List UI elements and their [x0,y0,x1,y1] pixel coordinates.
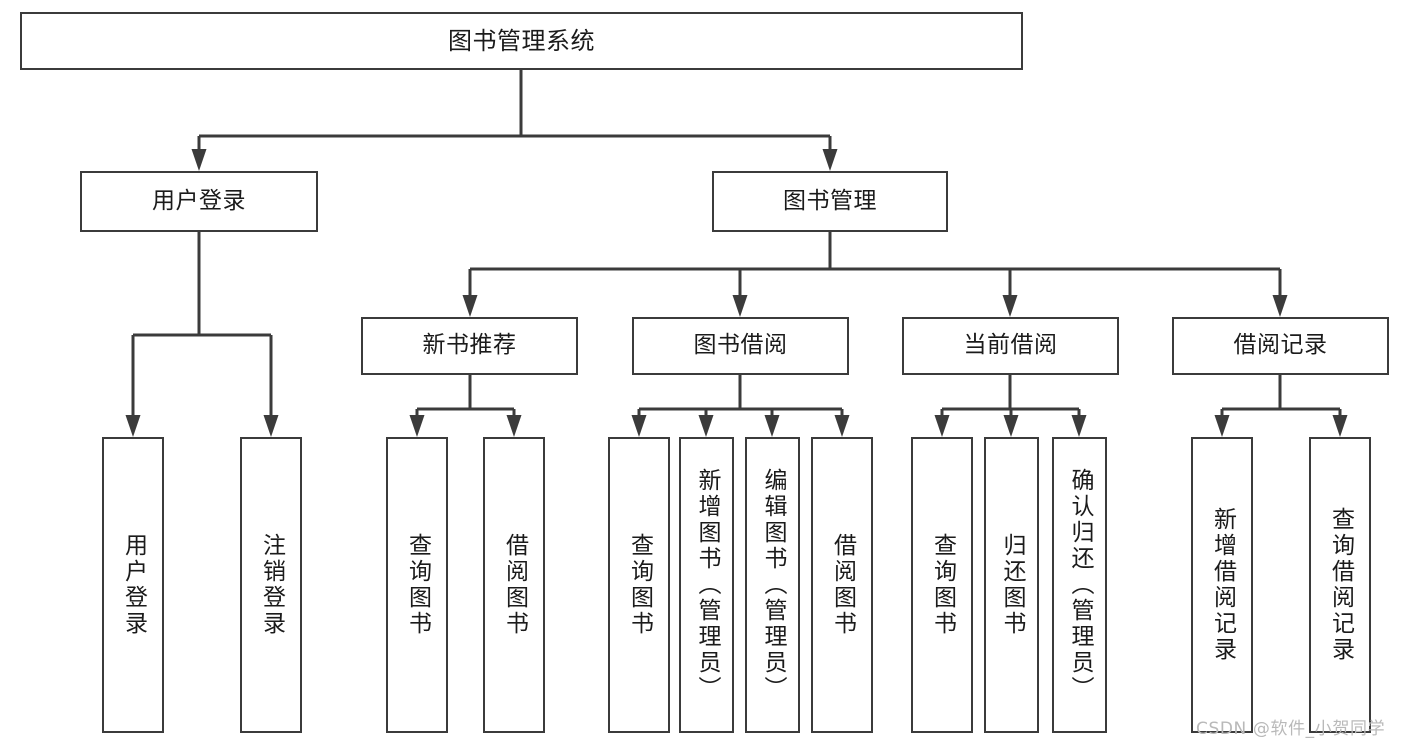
node-label: 查询图书 [404,533,431,637]
node-label: 查询图书 [929,533,956,637]
leaf-user-login[interactable]: 用户登录 [102,437,164,733]
node-label: 当前借阅 [963,332,1058,359]
node-label: 图书借阅 [693,332,788,359]
leaf-edit-book-admin[interactable]: 编辑图书（管理员） [745,437,800,733]
node-label: 用户登录 [152,187,246,214]
leaf-confirm-return-admin[interactable]: 确认归还（管理员） [1052,437,1107,733]
node-user-login[interactable]: 用户登录 [80,171,318,232]
leaf-query-books-recommend[interactable]: 查询图书 [386,437,448,733]
leaf-borrow-books-recommend[interactable]: 借阅图书 [483,437,545,733]
node-label: 图书管理 [783,187,877,214]
node-label: 借阅图书 [829,533,856,637]
node-label: 注销登录 [258,533,285,637]
leaf-query-borrow-record[interactable]: 查询借阅记录 [1309,437,1371,733]
leaf-query-books-current[interactable]: 查询图书 [911,437,973,733]
node-label: 归还图书 [999,533,1025,637]
node-book-management[interactable]: 图书管理 [712,171,948,232]
node-root-library-system[interactable]: 图书管理系统 [20,12,1023,70]
node-label: 确认归还（管理员） [1067,468,1093,702]
leaf-user-logout[interactable]: 注销登录 [240,437,302,733]
node-current-borrowing[interactable]: 当前借阅 [902,317,1119,375]
node-label: 查询图书 [626,533,653,637]
csdn-watermark: CSDN @软件_小贺同学 [1196,719,1386,739]
leaf-borrow-books[interactable]: 借阅图书 [811,437,873,733]
node-label: 新增图书（管理员） [694,468,720,702]
node-label: 新增借阅记录 [1209,507,1236,663]
leaf-add-book-admin[interactable]: 新增图书（管理员） [679,437,734,733]
node-label: 新书推荐 [422,332,517,359]
node-label: 用户登录 [120,533,147,637]
node-label: 图书管理系统 [448,26,595,55]
leaf-add-borrow-record[interactable]: 新增借阅记录 [1191,437,1253,733]
node-borrow-records[interactable]: 借阅记录 [1172,317,1389,375]
node-label: 编辑图书（管理员） [760,468,786,702]
node-label: 查询借阅记录 [1327,507,1354,663]
node-label: 借阅记录 [1233,332,1328,359]
node-book-borrowing[interactable]: 图书借阅 [632,317,849,375]
node-label: 借阅图书 [501,533,528,637]
leaf-return-books[interactable]: 归还图书 [984,437,1039,733]
leaf-query-books-borrowing[interactable]: 查询图书 [608,437,670,733]
node-new-book-recommend[interactable]: 新书推荐 [361,317,578,375]
